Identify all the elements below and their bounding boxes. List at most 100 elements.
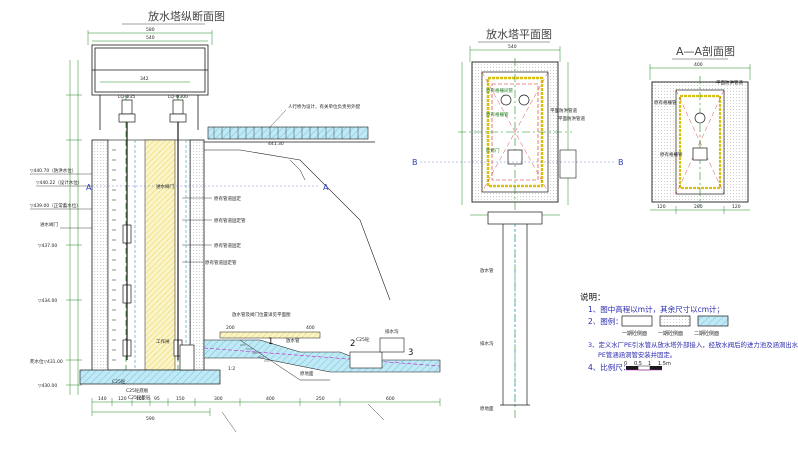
svg-text:95: 95 <box>154 396 160 402</box>
side-dimension-lines <box>649 64 751 214</box>
water-level-lines <box>30 173 92 210</box>
side-label-2: 原有格栅管 <box>654 99 677 106</box>
legend-swatch-3 <box>697 315 729 327</box>
tower-left-wall <box>91 139 109 376</box>
sluice-label: 工作闸 <box>156 338 170 345</box>
valve-right-label: LQ-Φ300 <box>168 94 188 100</box>
scale-15: 1.5m <box>658 361 671 367</box>
ground-label: 原地面 <box>300 370 314 377</box>
legend-swatch-2 <box>659 315 691 327</box>
dim-channel-lower: 400 <box>306 325 315 331</box>
side-dim-bottom-1: 120 <box>657 204 666 210</box>
elevation-design: ▽440.22（设计水位） <box>36 179 82 186</box>
notes-heading: 说明： <box>580 292 606 303</box>
channel-number-3: 3 <box>408 348 413 358</box>
bridge-note: 人行桥为设计，有关单位负责另外配 <box>288 103 360 110</box>
outlet-channel <box>203 331 441 381</box>
svg-text:100: 100 <box>136 396 145 402</box>
note-1: 1、图中高程以m计，其余尺寸以cm计； <box>588 304 724 314</box>
scale-05: 0.5 <box>634 361 642 367</box>
plan-label-1: 原有格栅间管 <box>486 87 513 94</box>
legend-label-2: 一期砼侧面 <box>658 330 683 337</box>
plan-ditch-label: 排水沟 <box>480 340 494 347</box>
note-3b: PE管涵涵洞管安装并固定。 <box>598 350 676 359</box>
inlet-right-label: 进水阀门 <box>156 183 174 190</box>
scale-1: 1 <box>648 361 651 367</box>
note-4: 4、比例尺： <box>588 362 630 372</box>
plan-ground-label: 原地面 <box>480 405 494 412</box>
embankment-slope <box>204 149 391 301</box>
pipe-support-label-2: 原有管道固定管 <box>214 217 246 224</box>
note-3a: 3、定义水厂PE引水管从放水塔外部接入，经放水阀后的进力池及涵洞出水， <box>588 340 798 349</box>
base-slab <box>79 369 221 385</box>
tower-right-wall <box>189 139 205 376</box>
elevation-434: ▽434.00 <box>38 298 57 304</box>
elevation-430: ▽430.00 <box>38 383 57 389</box>
scale-bar: 0 0.5 1 1.5m <box>624 361 671 371</box>
svg-text:600: 600 <box>386 396 395 402</box>
svg-text:140: 140 <box>98 396 107 402</box>
elevation-dead: 死水位▽431.00 <box>30 358 63 365</box>
tower-middle-column <box>144 139 176 371</box>
svg-text:120: 120 <box>118 396 127 402</box>
dim-top-overall: 580 <box>146 27 155 33</box>
dim-top-inner: 540 <box>146 35 155 41</box>
discharge-label: 放水管 <box>286 337 300 344</box>
ditch-label: 排水沟 <box>385 328 399 335</box>
slope-label: 1:2 <box>228 366 235 372</box>
bridge-elevation: 441.30 <box>268 141 284 147</box>
svg-text:300: 300 <box>214 396 223 402</box>
dim-bottom-total: 590 <box>146 416 155 422</box>
plan-dim-top: 540 <box>508 44 517 50</box>
side-dim-bottom-3: 120 <box>732 204 741 210</box>
side-dim-top: 400 <box>694 62 703 68</box>
elevation-normal: ▽439.00（正常蓄水位） <box>30 202 81 209</box>
notes-block: 说明： 1、图中高程以m计，其余尺寸以cm计； 2、图例： 一期砼侧面 一期砼侧… <box>580 292 798 372</box>
base-slab-inline-label: C25砼 <box>112 378 126 385</box>
bottom-dimension-chain <box>91 398 441 416</box>
plan-view: 放水塔平面图 540 原有格栅间管 原有格栅管 <box>412 27 624 420</box>
plan-label-4: 平面防洪管道 <box>558 115 585 122</box>
svg-text:250: 250 <box>316 396 325 402</box>
elevation-437: ▽437.00 <box>38 243 57 249</box>
inlet-left-label: 进水阀门 <box>40 221 58 228</box>
elevation-labels: ▽440.70（防洪水位） ▽440.22（设计水位） ▽439.00（正常蓄水… <box>30 167 82 389</box>
legend-label-3: 二期砼侧面 <box>694 330 719 337</box>
longitudinal-title: 放水塔纵断面图 <box>148 9 225 23</box>
section-mark-a-right: A <box>323 183 329 192</box>
legend-swatch-1 <box>621 315 653 327</box>
scale-0: 0 <box>624 361 627 367</box>
left-dimension-chain <box>66 60 82 395</box>
channel-number-2: 2 <box>350 339 355 349</box>
pipe-support-label-4: 原有管道固定管 <box>205 259 237 266</box>
pipe-support-label-3: 原有管道固定 <box>214 242 241 249</box>
bottom-dimension-values: 140 120 100 95 150 300 400 250 600 590 <box>98 396 395 422</box>
walkway-bridge <box>204 126 375 143</box>
top-dimension-lines <box>87 30 213 83</box>
side-section-aa: A—A剖面图 400 120 280 120 平面防洪管道 原有格栅管 原有格栅… <box>649 44 751 214</box>
side-title: A—A剖面图 <box>676 44 735 58</box>
legend-label-1: 一期砼侧面 <box>622 330 647 337</box>
svg-text:400: 400 <box>266 396 275 402</box>
valve-left-label: LQ-Φ35 <box>118 94 135 100</box>
step-ladder-marks <box>112 149 116 361</box>
longitudinal-section: 放水塔纵断面图 580 540 342 <box>30 9 441 433</box>
section-mark-b-left: B <box>412 158 418 167</box>
dim-channel: 200 <box>226 325 235 331</box>
elevation-flood: ▽440.70（防洪水位） <box>30 167 76 174</box>
side-label-1: 平面防洪管道 <box>716 79 743 86</box>
section-mark-a-left: A <box>86 183 92 192</box>
base-label-2: C25砼垫层 <box>128 394 151 401</box>
plan-dimension-lines <box>461 46 569 216</box>
plan-label-3: 平面防洪管道 <box>550 107 577 114</box>
c25-label-channel: C25砼 <box>356 336 370 343</box>
channel-number-1: 1 <box>268 337 273 347</box>
plan-label-5: 检修门 <box>486 147 500 154</box>
section-mark-b-right: B <box>618 158 624 167</box>
pipe-note: 放水管及阀门位置详见平面图 <box>232 311 291 318</box>
tower-superstructure <box>91 44 209 130</box>
plan-title: 放水塔平面图 <box>486 27 552 41</box>
base-label-1: C25砼底板 <box>126 387 149 394</box>
note-2: 2、图例： <box>588 316 623 326</box>
